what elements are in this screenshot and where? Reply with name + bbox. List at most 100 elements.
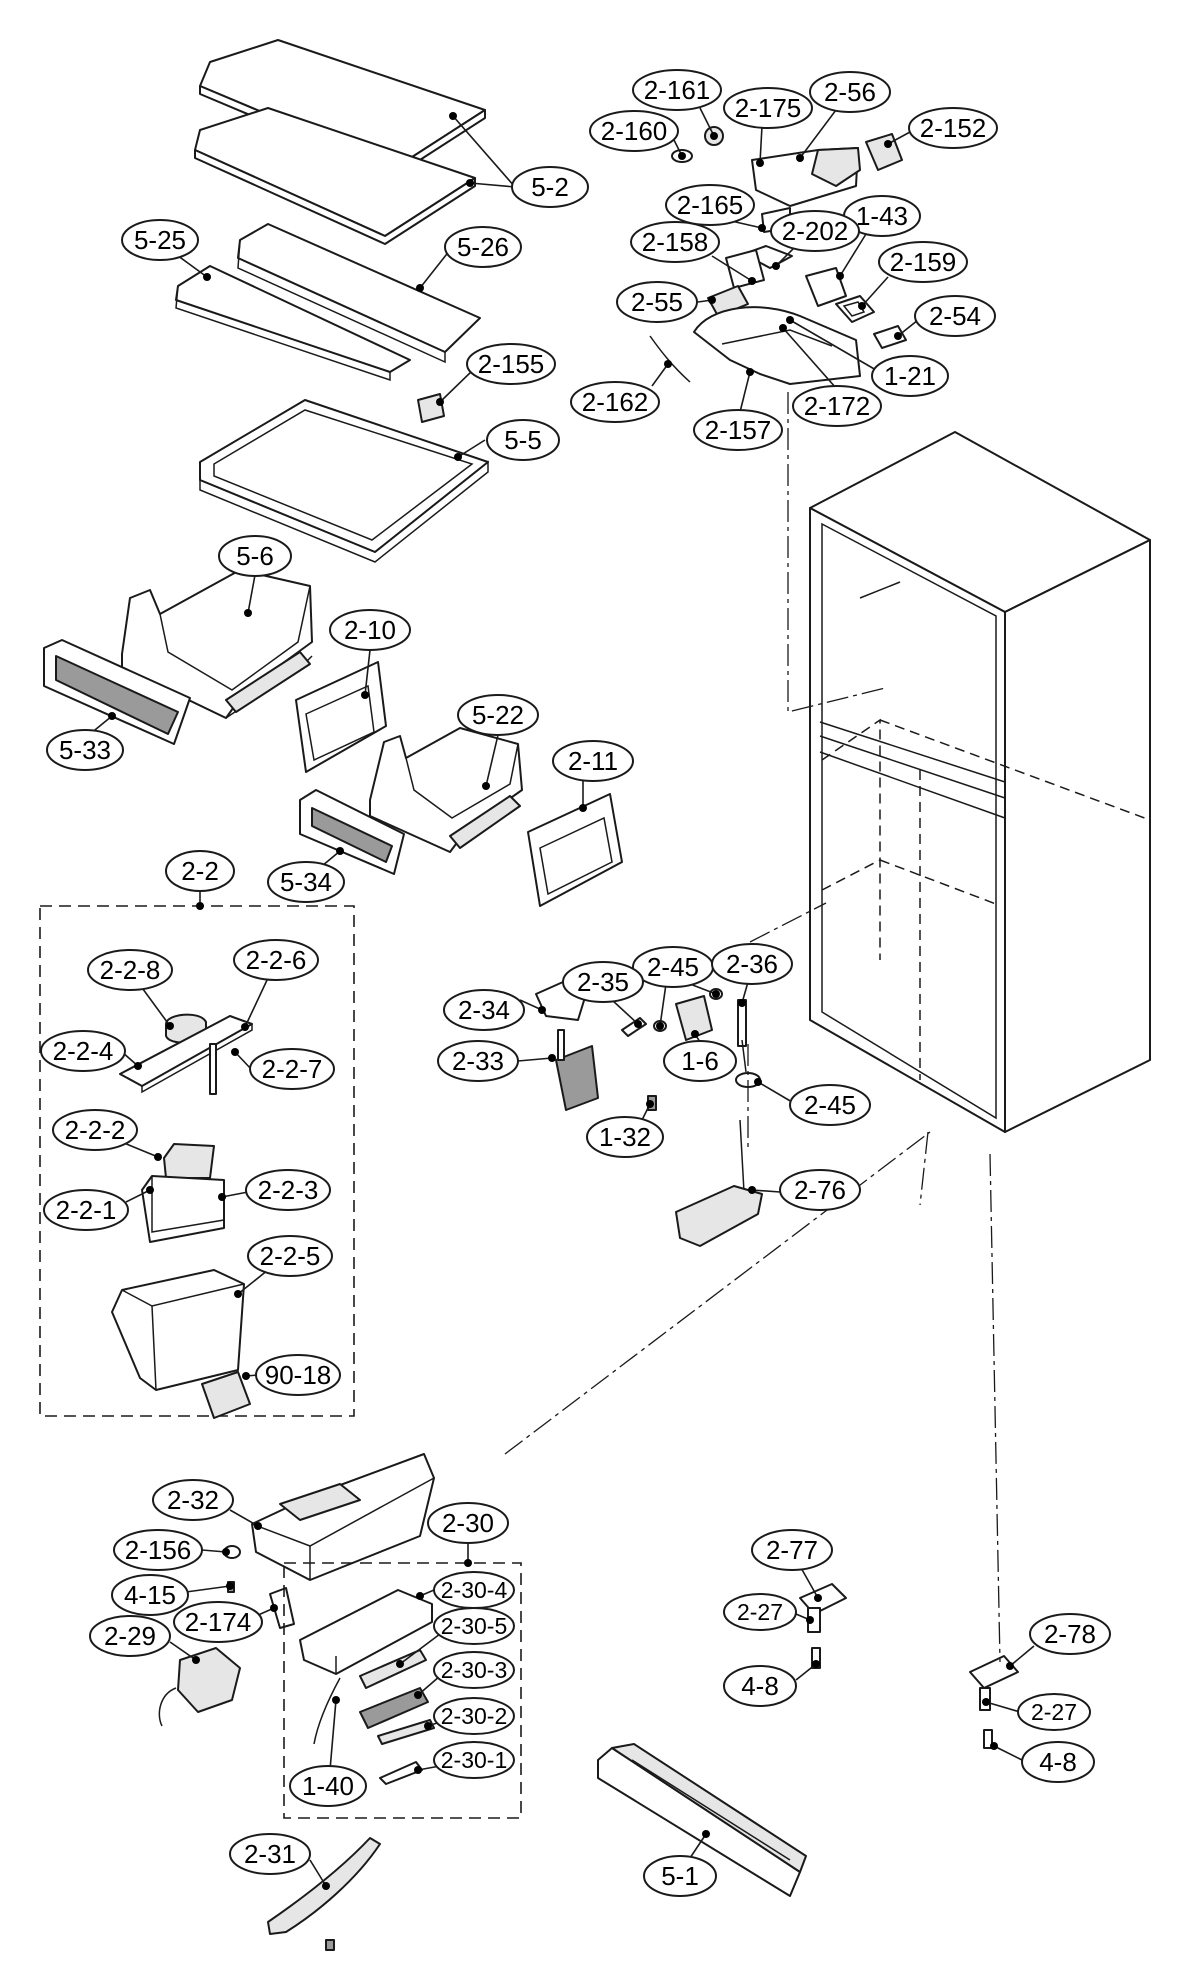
callout-2-30-1: 2-30-1 (414, 1741, 515, 1779)
label-2-31: 2-31 (244, 1839, 296, 1869)
label-2-77: 2-77 (766, 1535, 818, 1565)
callout-2-10: 2-10 (329, 609, 411, 699)
label-2-10: 2-10 (344, 615, 396, 645)
callout-2-56: 2-56 (796, 71, 891, 162)
label-2-156: 2-156 (125, 1535, 192, 1565)
callout-2-2-5: 2-2-5 (234, 1235, 333, 1298)
label-2-35: 2-35 (577, 967, 629, 997)
callout-2-29: 2-29 (89, 1615, 200, 1664)
label-2-55: 2-55 (631, 287, 683, 317)
label-5-5: 5-5 (504, 425, 542, 455)
label-1-32: 1-32 (599, 1122, 651, 1152)
label-2-2-4: 2-2-4 (53, 1036, 114, 1066)
part-center-plumbing (535, 977, 763, 1247)
callout-1-40: 1-40 (289, 1696, 367, 1807)
callout-2-33: 2-33 (437, 1040, 556, 1082)
callout-1-43: 1-43 (836, 195, 921, 280)
label-4-8-left: 4-8 (741, 1671, 779, 1701)
callout-5-1: 5-1 (643, 1830, 717, 1897)
label-2-45-lower: 2-45 (804, 1090, 856, 1120)
label-2-11: 2-11 (568, 746, 618, 776)
label-4-15: 4-15 (124, 1580, 176, 1610)
callout-2-78: 2-78 (1006, 1613, 1111, 1670)
label-2-30-1: 2-30-1 (441, 1747, 507, 1773)
part-5-25-shelf (175, 265, 411, 382)
part-5-5-shelf-frame (199, 399, 489, 563)
label-2-2-3: 2-2-3 (258, 1175, 319, 1205)
callout-2-165: 2-165 (665, 184, 766, 232)
callout-2-30-5: 2-30-5 (396, 1607, 515, 1668)
label-2-36: 2-36 (726, 949, 778, 979)
callout-2-172: 2-172 (779, 324, 882, 427)
label-5-22: 5-22 (472, 700, 524, 730)
callout-5-25: 5-25 (121, 219, 211, 281)
callout-1-32: 1-32 (586, 1100, 664, 1158)
part-5-33-crisper-front (43, 639, 191, 745)
part-refrigerator-cabinet (809, 431, 1151, 1133)
label-2-174: 2-174 (185, 1607, 252, 1637)
label-5-6: 5-6 (236, 541, 274, 571)
part-5-1-base-grille (597, 1743, 807, 1897)
callout-2-35: 2-35 (562, 961, 644, 1028)
label-1-21: 1-21 (884, 361, 936, 391)
label-2-2: 2-2 (181, 856, 219, 886)
callout-2-2-3: 2-2-3 (218, 1169, 331, 1211)
label-2-78: 2-78 (1044, 1619, 1096, 1649)
group-box-2-30 (283, 1562, 522, 1819)
label-90-18: 90-18 (265, 1360, 332, 1390)
label-2-33: 2-33 (452, 1046, 504, 1076)
part-2-77-hinge (799, 1583, 847, 1669)
part-2-11-cover (527, 793, 623, 907)
label-2-2-5: 2-2-5 (260, 1241, 321, 1271)
callout-2-159: 2-159 (858, 241, 968, 310)
callout-5-6: 5-6 (218, 535, 292, 617)
callout-2-155: 2-155 (436, 343, 556, 406)
callout-2-27-right: 2-27 (982, 1693, 1091, 1731)
callout-2-156: 2-156 (113, 1529, 230, 1571)
label-2-152: 2-152 (920, 113, 987, 143)
label-2-54: 2-54 (929, 301, 981, 331)
label-5-25: 5-25 (134, 225, 186, 255)
callout-2-77: 2-77 (751, 1529, 833, 1602)
callout-2-2-1: 2-2-1 (43, 1186, 154, 1231)
label-1-43: 1-43 (856, 201, 908, 231)
part-icemaker-top-assembly (649, 126, 907, 385)
callout-2-36: 2-36 (711, 943, 793, 1007)
callout-2-162: 2-162 (570, 360, 672, 423)
callout-5-22: 5-22 (457, 694, 539, 790)
part-2-30-icemaker-tray (299, 1589, 435, 1785)
callout-2-34: 2-34 (443, 989, 546, 1031)
label-2-45-upper: 2-45 (647, 952, 699, 982)
callout-2-76: 2-76 (748, 1169, 861, 1211)
callout-2-30: 2-30 (427, 1502, 509, 1567)
callout-2-174: 2-174 (173, 1601, 278, 1643)
label-2-162: 2-162 (582, 387, 649, 417)
label-2-157: 2-157 (705, 415, 772, 445)
label-5-33: 5-33 (59, 735, 111, 765)
callout-2-160: 2-160 (589, 110, 686, 160)
callout-2-32: 2-32 (152, 1479, 262, 1530)
label-2-30-3: 2-30-3 (441, 1657, 507, 1683)
callout-90-18: 90-18 (242, 1354, 341, 1396)
callout-4-15: 4-15 (111, 1574, 234, 1616)
label-2-76: 2-76 (794, 1175, 846, 1205)
label-2-30-4: 2-30-4 (441, 1577, 508, 1603)
part-5-6-crisper (121, 569, 313, 719)
callout-5-26: 5-26 (416, 226, 522, 292)
callout-2-2-6: 2-2-6 (233, 939, 319, 1031)
callout-2-30-2: 2-30-2 (424, 1697, 515, 1735)
callout-5-34: 5-34 (267, 847, 345, 903)
callout-4-8-left: 4-8 (723, 1660, 820, 1707)
label-2-27-right: 2-27 (1031, 1699, 1077, 1725)
label-5-34: 5-34 (280, 867, 332, 897)
label-2-158: 2-158 (642, 227, 709, 257)
label-2-27-left: 2-27 (737, 1599, 783, 1625)
callout-2-45-lower: 2-45 (754, 1078, 871, 1126)
callout-2-161: 2-161 (632, 69, 722, 140)
callout-2-31: 2-31 (229, 1833, 330, 1890)
label-2-165: 2-165 (677, 190, 744, 220)
callout-2-55: 2-55 (616, 281, 716, 323)
label-2-160: 2-160 (601, 116, 668, 146)
callout-2-2-8: 2-2-8 (87, 949, 174, 1030)
